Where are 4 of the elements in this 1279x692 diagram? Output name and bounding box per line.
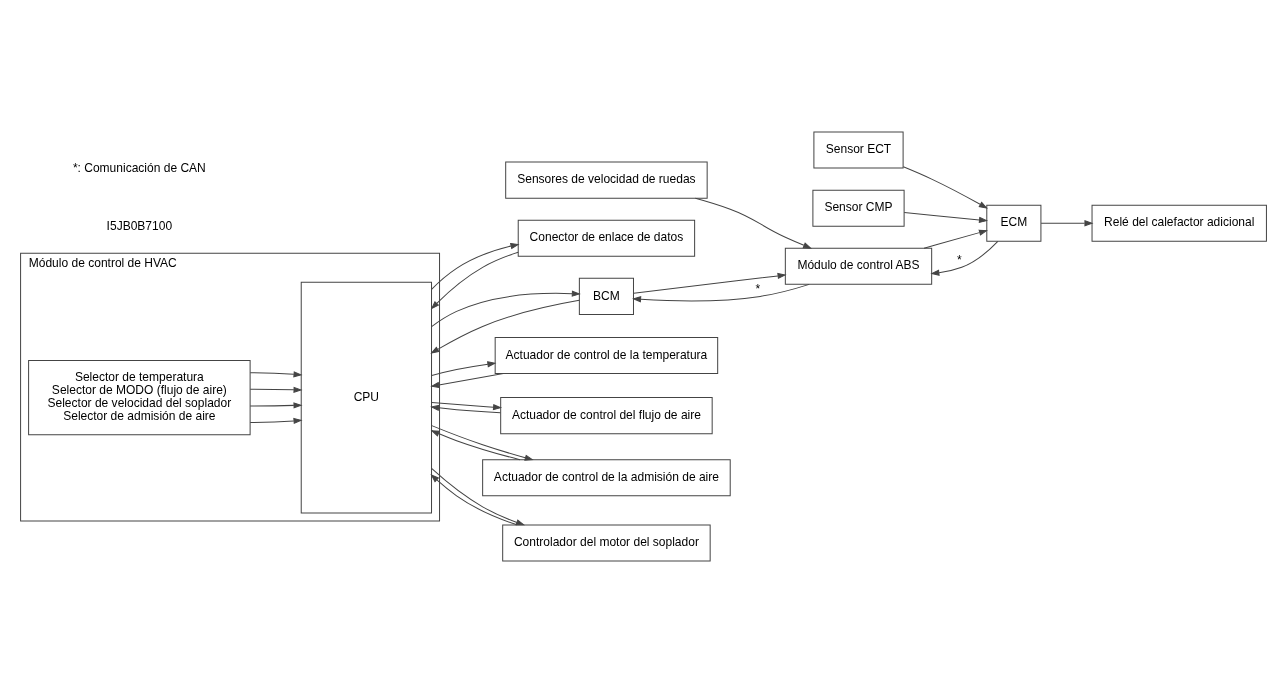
edge-label: * — [956, 252, 962, 267]
label: *: Comunicación de CAN — [72, 160, 206, 175]
label: I5JB0B7100 — [106, 218, 173, 233]
edge-label: * — [755, 281, 761, 296]
